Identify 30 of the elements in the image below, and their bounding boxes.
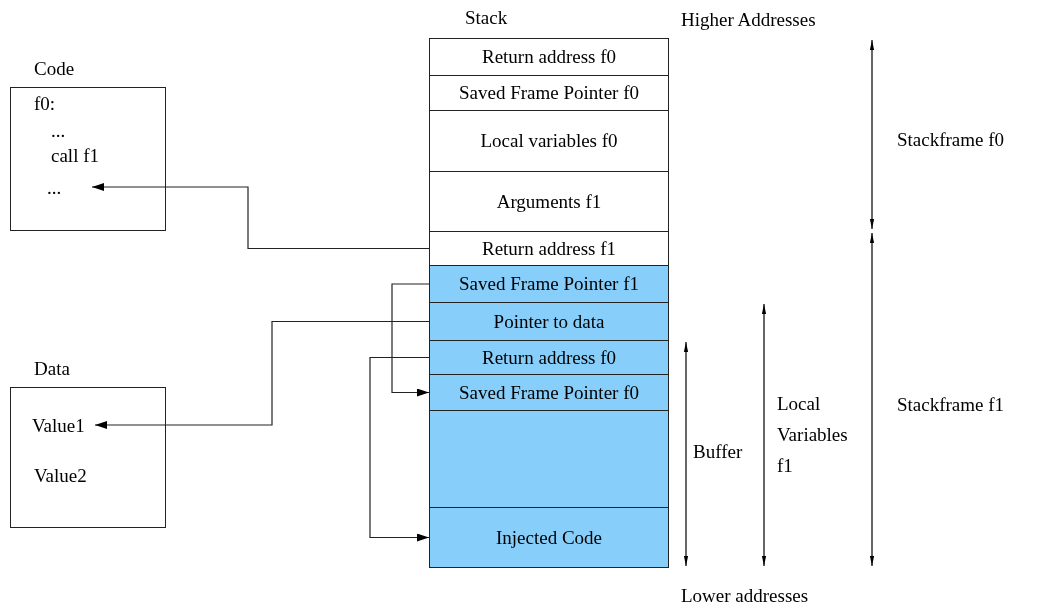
data-value: Value2 [34, 465, 87, 487]
stack-cell: Saved Frame Pointer f0 [429, 374, 669, 411]
stack-cell: Local variables f0 [429, 110, 669, 172]
connector-arrow [91, 183, 430, 250]
dimension-label: Local Variables f1 [777, 392, 849, 478]
stack-cell: Arguments f1 [429, 171, 669, 232]
box-heading: Data [34, 358, 70, 380]
code-line: ... [47, 177, 93, 199]
box-heading: Code [34, 58, 75, 80]
code-line: call f1 [51, 145, 99, 167]
stack-cell: Pointer to data [429, 302, 669, 341]
stack-cell: Saved Frame Pointer f0 [429, 75, 669, 111]
address-direction-label: Higher Addresses [681, 8, 816, 32]
data-value: Value1 [32, 414, 96, 438]
stack-heading: Stack [465, 7, 508, 29]
code-label: f0: [34, 93, 56, 115]
empty-stack-cell [429, 410, 669, 508]
stack-cell: Return address f0 [429, 38, 669, 76]
dimension-label: Buffer [693, 440, 743, 464]
dimension-label: Stackframe f1 [897, 393, 1005, 417]
connector-arrow [369, 356, 430, 542]
stack-cell: Saved Frame Pointer f1 [429, 265, 669, 303]
code-line: ... [51, 120, 66, 142]
address-direction-label: Lower addresses [681, 584, 809, 608]
stack-cell: Return address f1 [429, 231, 669, 266]
stack-cell: Injected Code [429, 507, 669, 568]
dimension-label: Stackframe f0 [897, 128, 1005, 152]
connector-arrow [391, 283, 430, 397]
connector-arrow [94, 320, 430, 429]
stack-cell: Return address f0 [429, 340, 669, 375]
